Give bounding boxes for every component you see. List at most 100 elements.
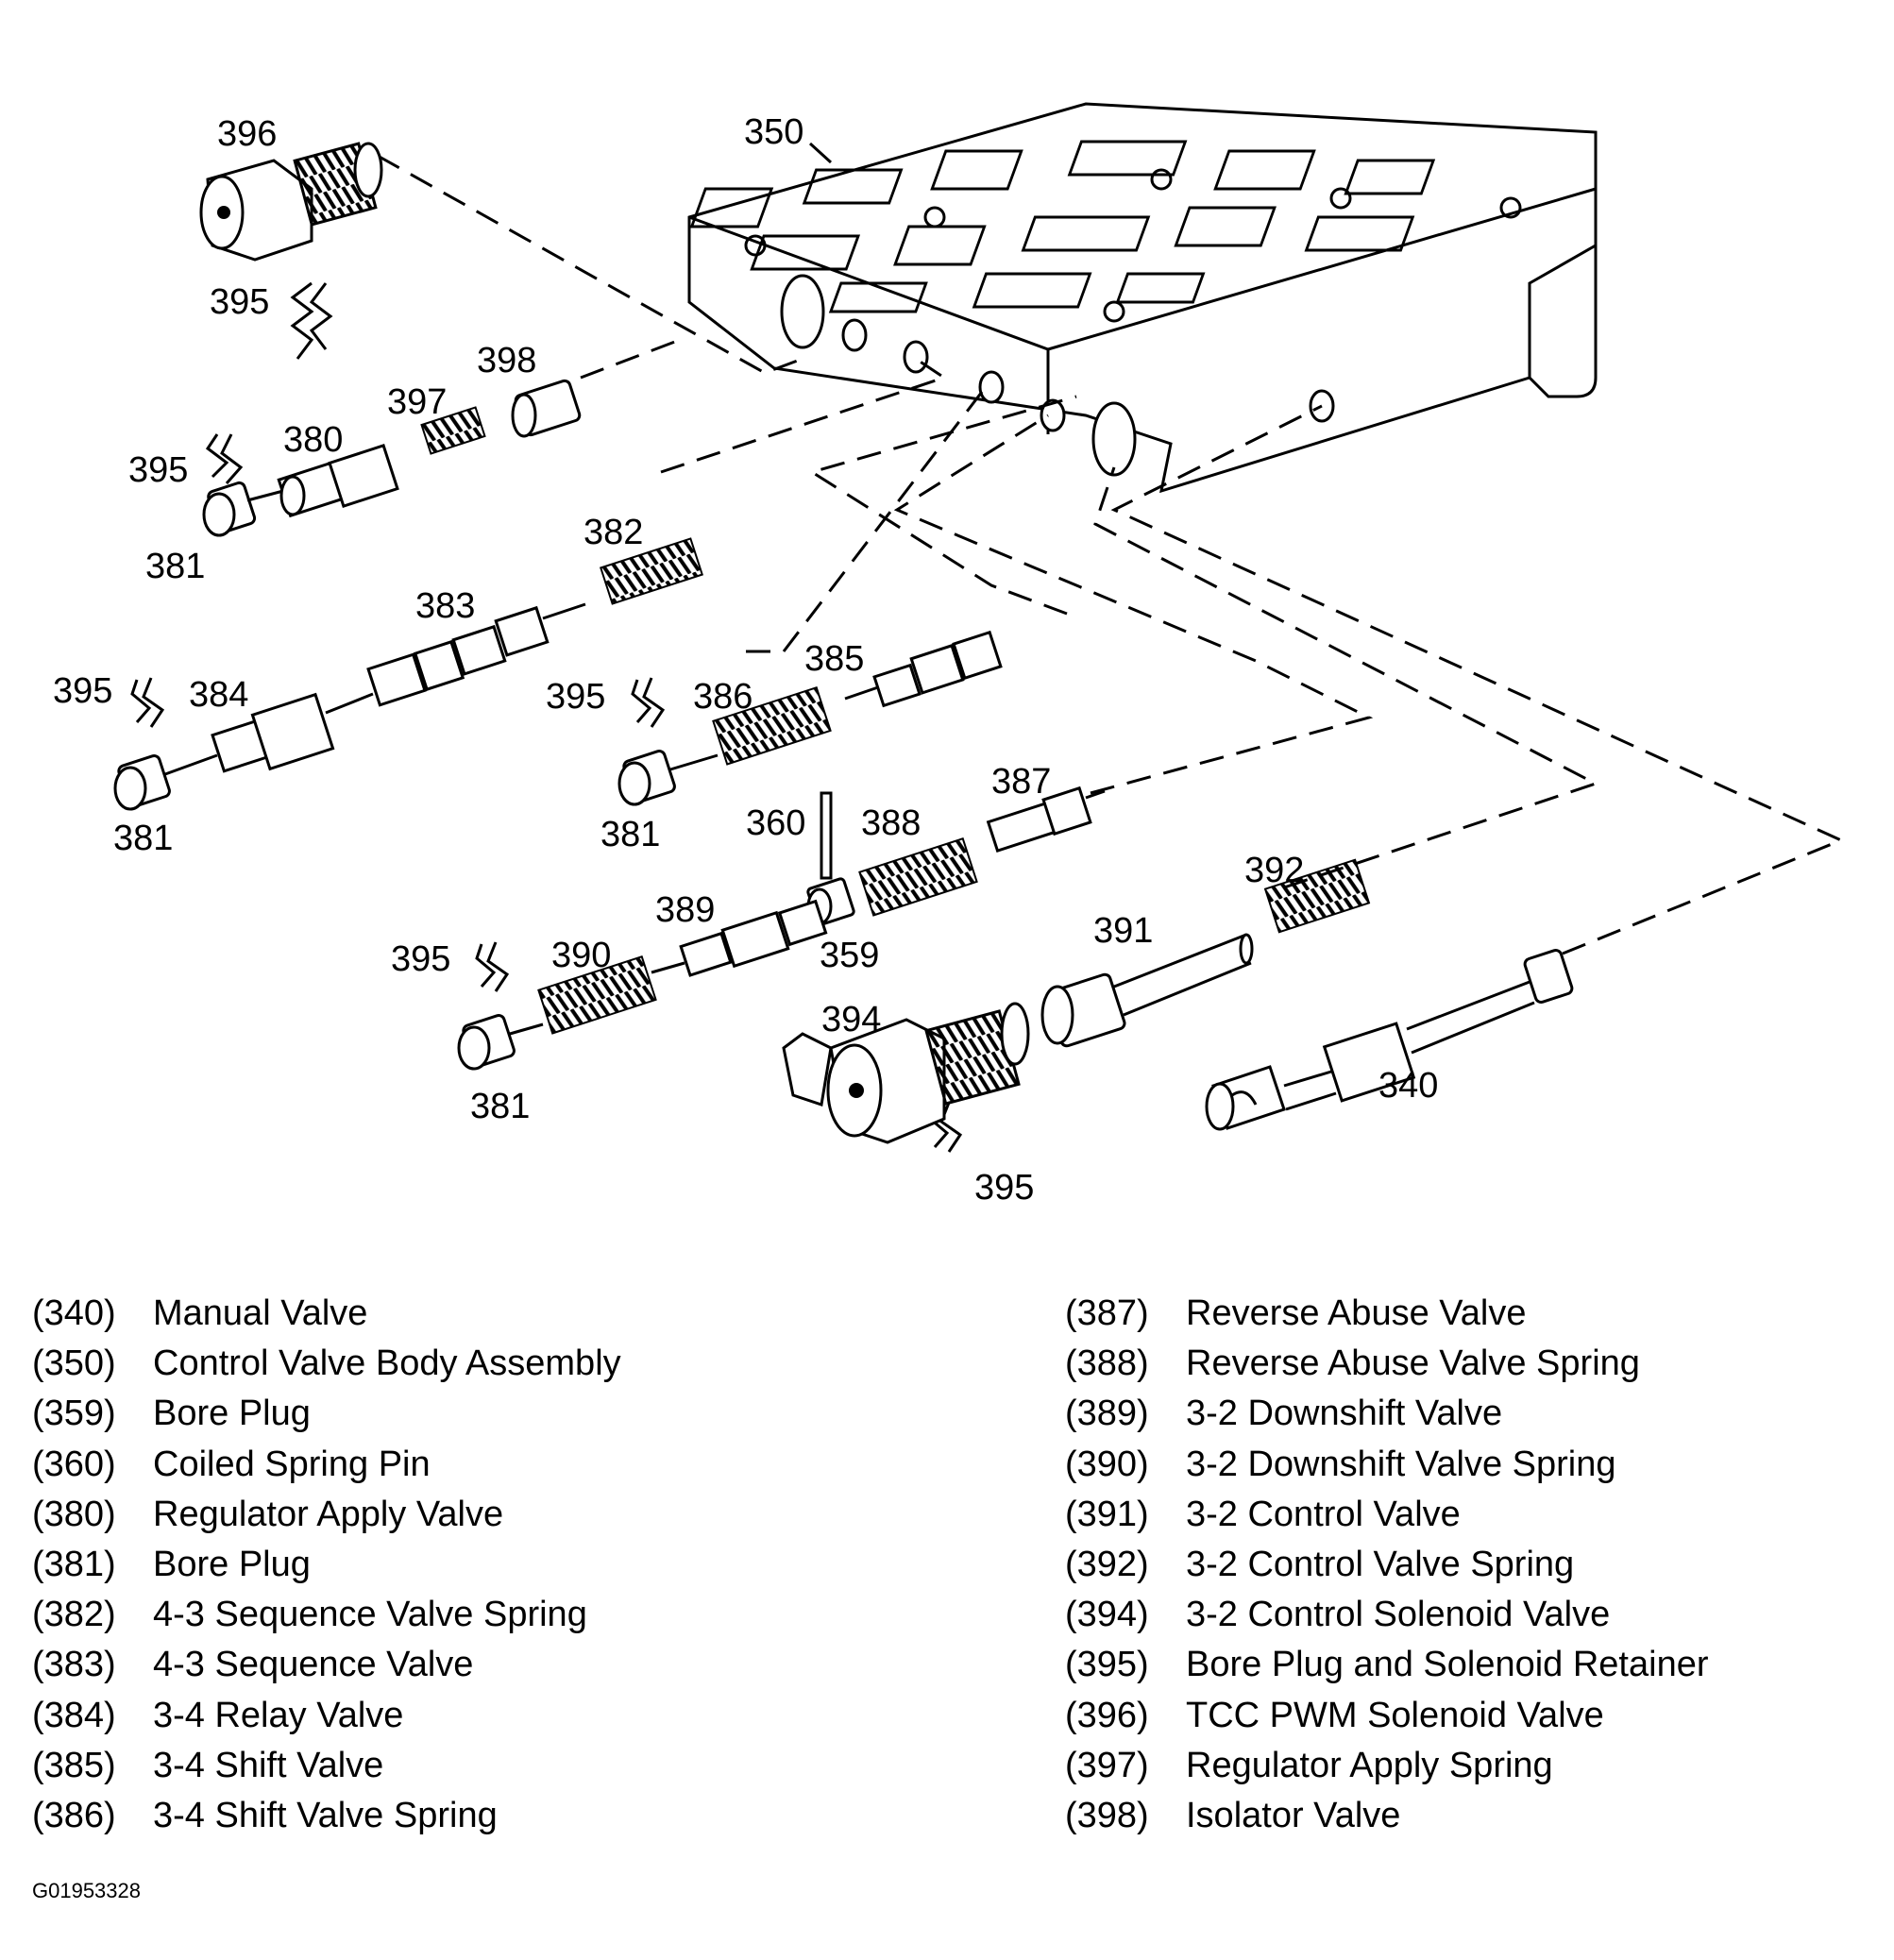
valve-body-bore-2 [841, 318, 868, 352]
legend-part-name: Coiled Spring Pin [153, 1444, 431, 1484]
callout-381b: 381 [113, 819, 173, 858]
legend-number: (389) [1065, 1394, 1149, 1434]
callout-381c: 381 [600, 815, 660, 854]
legend-number: (340) [32, 1293, 116, 1333]
shift-valve-spring-3-4 [712, 685, 832, 766]
regulator-apply-valve [277, 444, 399, 518]
legend-number: (392) [1065, 1544, 1149, 1584]
legend-number: (396) [1065, 1695, 1149, 1735]
legend-part-name: Bore Plug [153, 1394, 311, 1434]
legend-number: (395) [1065, 1645, 1149, 1685]
callout-395e: 395 [391, 939, 450, 979]
retainer-clip-2 [205, 433, 244, 484]
valve-body-bore-4 [978, 370, 1005, 404]
exploded-parts-diagram: 350 396 395 398 397 380 395 381 382 383 … [53, 102, 1845, 1208]
legend-part-name: 3-2 Control Valve [1186, 1494, 1461, 1534]
retainer-clip-5 [475, 941, 510, 992]
parts-legend-left: (340)Manual Valve (350)Control Valve Bod… [32, 1289, 621, 1841]
legend-item: (350)Control Valve Body Assembly [32, 1339, 621, 1389]
manual-valve [1205, 949, 1574, 1131]
legend-item: (389) 3-2 Downshift Valve [1065, 1389, 1709, 1439]
legend-item: (340)Manual Valve [32, 1289, 621, 1339]
legend-item: (380) Regulator Apply Valve [32, 1490, 621, 1540]
regulator-apply-spring [420, 406, 486, 455]
coiled-spring-pin [820, 791, 833, 880]
callout-389: 389 [655, 890, 715, 930]
callout-386: 386 [693, 677, 753, 717]
callout-384: 384 [189, 675, 248, 715]
legend-number: (382) [32, 1595, 116, 1635]
legend-part-name: Reverse Abuse Valve [1186, 1293, 1527, 1333]
legend-part-name: Reverse Abuse Valve Spring [1186, 1343, 1640, 1384]
isolator-valve [511, 379, 582, 438]
control-valve-spring-3-2 [1263, 858, 1371, 934]
callout-381a: 381 [145, 547, 205, 586]
callout-391: 391 [1093, 911, 1153, 951]
valve-body-passages [689, 140, 1522, 323]
legend-item: (396) TCC PWM Solenoid Valve [1065, 1691, 1709, 1741]
shift-valve-3-4 [872, 630, 1003, 708]
callout-382: 382 [583, 513, 643, 552]
legend-part-name: 3-4 Relay Valve [153, 1695, 404, 1735]
legend-part-name: 4-3 Sequence Valve Spring [153, 1595, 587, 1635]
downshift-valve-spring-3-2 [537, 955, 657, 1035]
legend-item: (381)Bore Plug [32, 1540, 621, 1590]
valve-body-bore-6 [1091, 401, 1137, 477]
callout-360: 360 [746, 803, 805, 843]
legend-number: (390) [1065, 1444, 1149, 1484]
downshift-valve-3-2 [679, 899, 828, 977]
callout-395f: 395 [974, 1168, 1034, 1208]
callout-395b: 395 [128, 450, 188, 490]
bore-plug-row1 [202, 481, 257, 537]
legend-item: (386)3-4 Shift Valve Spring [32, 1791, 621, 1841]
legend-part-name: Regulator Apply Valve [153, 1494, 504, 1534]
legend-item: (398)Isolator Valve [1065, 1791, 1709, 1841]
retainer-clip-1 [290, 281, 333, 360]
legend-item: (387) Reverse Abuse Valve [1065, 1289, 1709, 1339]
callout-383: 383 [415, 586, 475, 626]
callout-350: 350 [744, 112, 803, 152]
parts-legend-right: (387) Reverse Abuse Valve (388)Reverse Ab… [1065, 1289, 1709, 1841]
legend-part-name: 3-2 Downshift Valve Spring [1186, 1444, 1616, 1484]
legend-item: (395)Bore Plug and Solenoid Retainer [1065, 1640, 1709, 1690]
control-solenoid-3-2 [782, 1002, 1030, 1144]
callout-381d: 381 [470, 1087, 530, 1126]
legend-item: (391) 3-2 Control Valve [1065, 1490, 1709, 1540]
legend-number: (398) [1065, 1795, 1149, 1835]
callout-396: 396 [217, 114, 277, 154]
legend-number: (387) [1065, 1293, 1149, 1333]
legend-part-name: 3-4 Shift Valve [153, 1745, 384, 1785]
legend-part-name: Control Valve Body Assembly [153, 1343, 621, 1384]
legend-item: (397)Regulator Apply Spring [1065, 1741, 1709, 1791]
legend-part-name: 3-2 Control Valve Spring [1186, 1544, 1575, 1584]
legend-number: (360) [32, 1444, 116, 1484]
callout-395c: 395 [53, 671, 112, 711]
valve-body-end-boss [1528, 243, 1598, 398]
legend-number: (391) [1065, 1494, 1149, 1534]
legend-part-name: 4-3 Sequence Valve [153, 1645, 474, 1685]
legend-part-name: Regulator Apply Spring [1186, 1745, 1553, 1785]
legend-number: (380) [32, 1494, 116, 1534]
legend-item: (394)3-2 Control Solenoid Valve [1065, 1590, 1709, 1640]
legend-item: (388)Reverse Abuse Valve Spring [1065, 1339, 1709, 1389]
legend-part-name: TCC PWM Solenoid Valve [1186, 1695, 1604, 1735]
control-valve-body [687, 102, 1598, 494]
retainer-clip-4 [631, 677, 666, 728]
reverse-abuse-valve-spring [858, 836, 978, 917]
legend-part-name: Bore Plug [153, 1544, 311, 1584]
alignment-lines [377, 154, 1845, 955]
relay-valve-3-4 [211, 692, 335, 773]
callout-398: 398 [477, 341, 536, 380]
legend-number: (385) [32, 1745, 116, 1785]
callout-340: 340 [1378, 1066, 1438, 1106]
sequence-valve-spring-4-3 [600, 537, 703, 605]
callout-385: 385 [804, 639, 864, 679]
sequence-valve-4-3 [366, 602, 586, 707]
legend-item: (360) Coiled Spring Pin [32, 1440, 621, 1490]
callout-397: 397 [387, 382, 447, 422]
tcc-pwm-solenoid [199, 142, 383, 262]
legend-part-name: 3-2 Downshift Valve [1186, 1394, 1503, 1434]
control-valve-3-2 [1040, 933, 1254, 1048]
legend-item: (383)4-3 Sequence Valve [32, 1640, 621, 1690]
callout-359: 359 [820, 936, 879, 975]
